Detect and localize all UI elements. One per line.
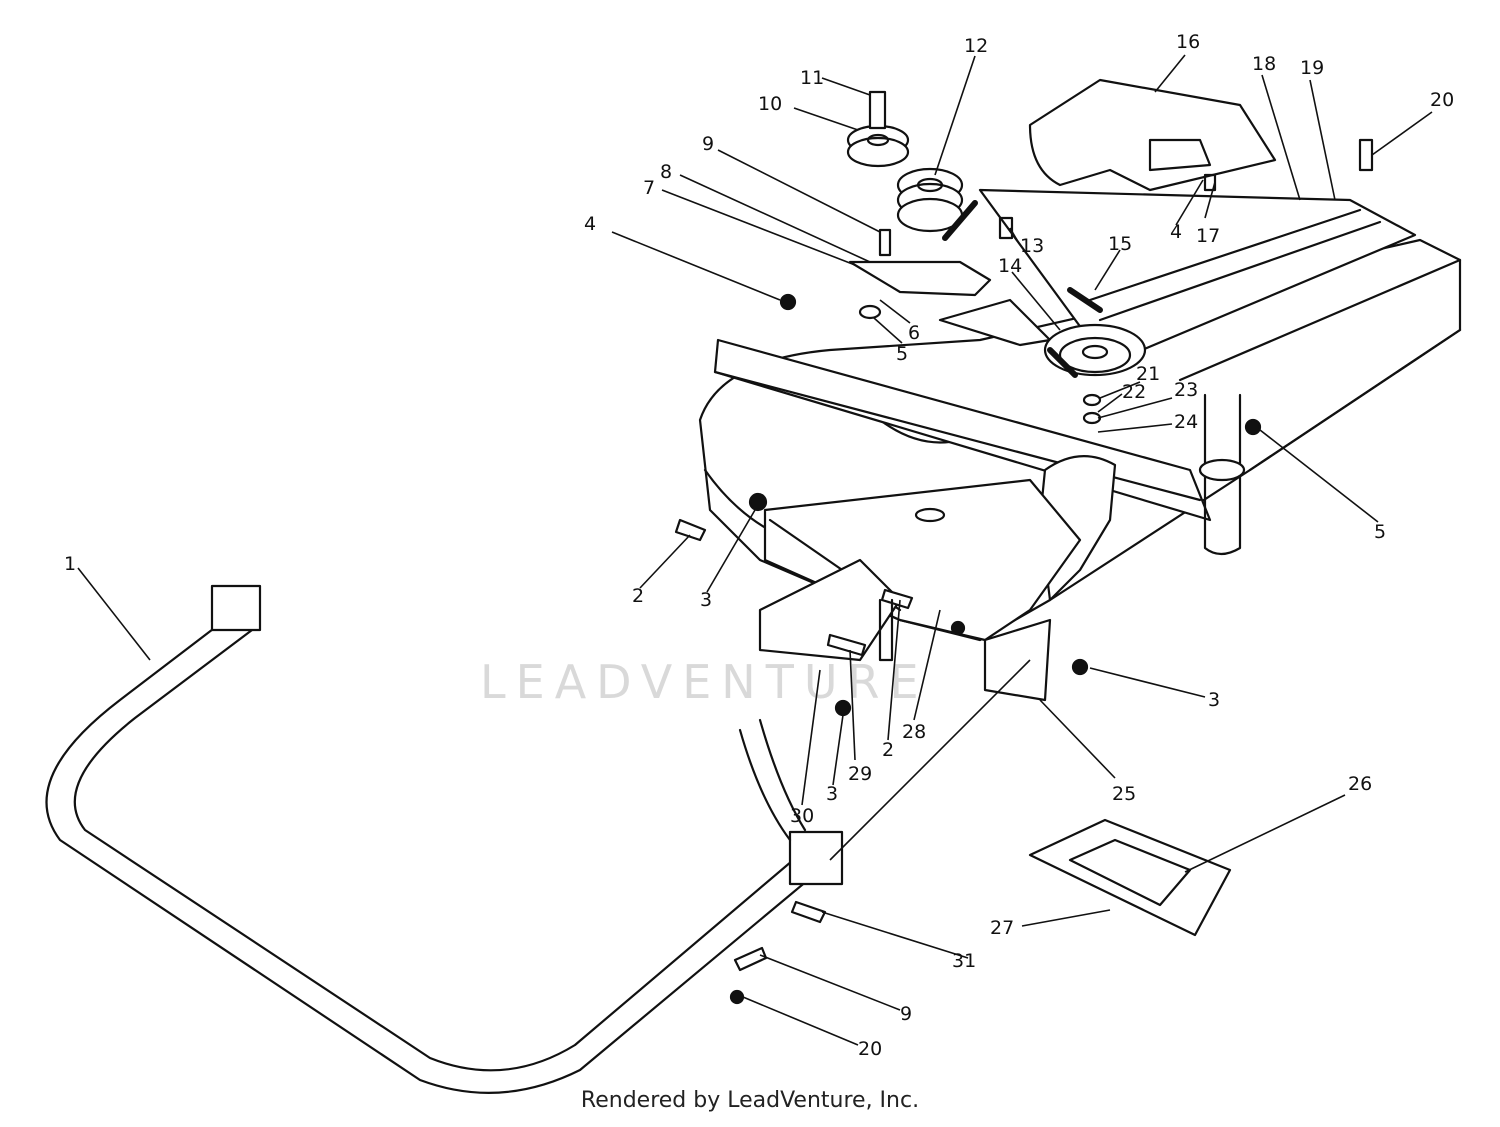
callout-3: 3	[700, 589, 712, 611]
callout-6: 6	[908, 322, 920, 344]
callout-11: 11	[800, 67, 824, 89]
deflector	[738, 558, 902, 842]
deck-plate	[1028, 818, 1232, 937]
callout-9: 9	[900, 1003, 912, 1025]
callout-12: 12	[964, 35, 988, 57]
callout-15: 15	[1108, 233, 1132, 255]
callout-29: 29	[848, 763, 872, 785]
callout-18: 18	[1252, 53, 1276, 75]
support-channel	[978, 188, 1417, 357]
callout-21: 21	[1136, 363, 1160, 385]
callout-7: 7	[643, 177, 655, 199]
callout-22: 22	[1122, 381, 1146, 403]
drive-belts	[942, 200, 1103, 378]
callout-8: 8	[660, 161, 672, 183]
callout-25: 25	[1112, 783, 1136, 805]
callout-1: 1	[64, 553, 76, 575]
callout-4: 4	[584, 213, 596, 235]
callout-28: 28	[902, 721, 926, 743]
pulley-14	[1043, 323, 1147, 377]
leader-lines	[77, 54, 1433, 1046]
callout-5: 5	[896, 343, 908, 365]
callout-14: 14	[998, 255, 1022, 277]
callout-13: 13	[1020, 235, 1044, 257]
callout-23: 23	[1174, 379, 1198, 401]
callout-26: 26	[1348, 773, 1372, 795]
upright-post	[1198, 393, 1246, 556]
callout-30: 30	[790, 805, 814, 827]
callout-10: 10	[758, 93, 782, 115]
callout-17: 17	[1196, 225, 1220, 247]
callout-31: 31	[952, 950, 976, 972]
callout-2: 2	[632, 585, 644, 607]
bumper-bar	[45, 584, 844, 1094]
callout-20: 20	[858, 1038, 882, 1060]
callout-16: 16	[1176, 31, 1200, 53]
callout-19: 19	[1300, 57, 1324, 79]
callout-27: 27	[990, 917, 1014, 939]
callout-9: 9	[702, 133, 714, 155]
callout-20: 20	[1430, 89, 1454, 111]
belt-cover	[1028, 78, 1277, 192]
pulley-10	[846, 124, 910, 168]
callout-3: 3	[826, 783, 838, 805]
callout-2: 2	[882, 739, 894, 761]
idler-bracket	[848, 260, 1052, 347]
callout-3: 3	[1208, 689, 1220, 711]
render-caption: Rendered by LeadVenture, Inc.	[580, 1088, 920, 1113]
watermark: LEADVENTURE	[480, 655, 929, 709]
mount-bracket-25	[983, 618, 1052, 702]
hardware	[674, 90, 1374, 1005]
pulley-12	[896, 167, 964, 233]
callout-5: 5	[1374, 521, 1386, 543]
callouts: 1 2 2 3 3 3 4 4 5 5 6 7 8 9 9 10 11 12 1…	[64, 31, 1454, 1060]
callout-4: 4	[1170, 221, 1182, 243]
callout-24: 24	[1174, 411, 1198, 433]
